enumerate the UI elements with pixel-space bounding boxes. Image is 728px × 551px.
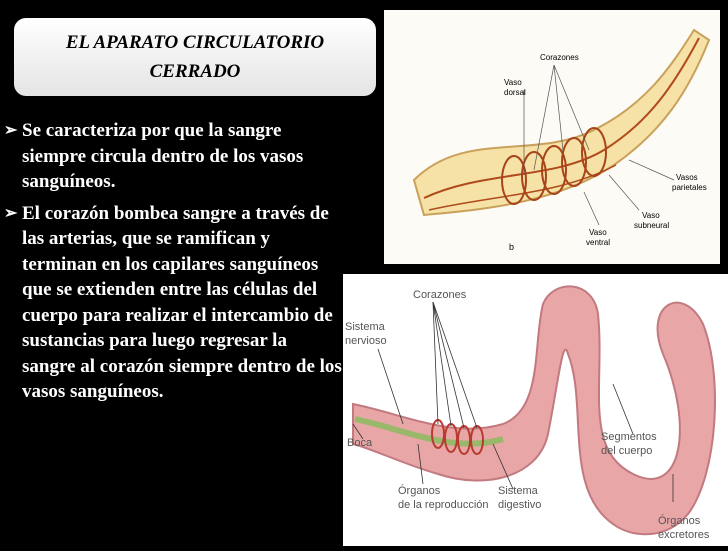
label-segmentos-2: del cuerpo bbox=[601, 445, 652, 457]
label-sistema-nervioso-2: nervioso bbox=[345, 335, 387, 347]
arrow-bullet-icon: ➢ bbox=[4, 204, 18, 222]
digestive-tract bbox=[354, 416, 504, 447]
label-segmentos-1: Segmentos bbox=[601, 431, 657, 443]
label-organos-repro-1: Órganos bbox=[398, 484, 441, 497]
arrow-bullet-icon: ➢ bbox=[4, 122, 18, 139]
label-corazones: Corazones bbox=[540, 53, 579, 62]
label-vaso-subneural-1: Vaso bbox=[642, 211, 660, 220]
label-vaso-dorsal-2: dorsal bbox=[504, 88, 526, 97]
label-sistema-nervioso-1: Sistema bbox=[345, 321, 386, 333]
worm-body bbox=[412, 28, 711, 217]
label-organos-excretores-2: excretores bbox=[658, 529, 710, 541]
worm-circulatory-diagram: Corazones Vaso dorsal Vasos parietales V… bbox=[384, 10, 720, 264]
label-vaso-ventral-1: Vaso bbox=[589, 228, 607, 237]
label-vaso-subneural-2: subneural bbox=[634, 221, 669, 230]
worm-body bbox=[352, 285, 716, 536]
label-vaso-ventral-2: ventral bbox=[586, 238, 610, 247]
bullet-text: El corazón bombea sangre a través de las… bbox=[22, 202, 342, 403]
label-boca: Boca bbox=[347, 437, 373, 449]
bullet-item: ➢ Se caracteriza por que la sangre siemp… bbox=[4, 118, 342, 195]
pointer-lines bbox=[352, 301, 674, 502]
label-organos-excretores-1: Órganos bbox=[658, 514, 701, 527]
slide-title-line-2: CERRADO bbox=[149, 61, 241, 82]
label-vaso-dorsal-1: Vaso bbox=[504, 78, 522, 87]
dorsal-vessel bbox=[423, 37, 700, 199]
label-sistema-digestivo-2: digestivo bbox=[498, 499, 541, 511]
earthworm-anatomy-svg: Corazones Sistema nervioso Boca Órganos … bbox=[345, 285, 716, 541]
label-sistema-digestivo-1: Sistema bbox=[498, 485, 539, 497]
label-vasos-parietales-2: parietales bbox=[672, 183, 707, 192]
hearts-loops bbox=[501, 127, 607, 205]
worm-circulatory-svg: Corazones Vaso dorsal Vasos parietales V… bbox=[412, 28, 711, 252]
earthworm-anatomy-diagram: Corazones Sistema nervioso Boca Órganos … bbox=[343, 274, 728, 546]
label-corazones: Corazones bbox=[413, 289, 467, 301]
label-organos-repro-2: de la reproducción bbox=[398, 499, 489, 511]
bullet-item: ➢ El corazón bombea sangre a través de l… bbox=[4, 201, 342, 405]
pointer-lines bbox=[523, 64, 675, 226]
slide-title-line-1: EL APARATO CIRCULATORIO bbox=[65, 32, 325, 53]
label-panel: b bbox=[509, 242, 514, 252]
bullet-text: Se caracteriza por que la sangre siempre… bbox=[22, 120, 304, 192]
bullet-list: ➢ Se caracteriza por que la sangre siemp… bbox=[4, 118, 342, 411]
slide-title-box: EL APARATO CIRCULATORIO CERRADO bbox=[14, 18, 376, 96]
label-vasos-parietales-1: Vasos bbox=[676, 173, 698, 182]
